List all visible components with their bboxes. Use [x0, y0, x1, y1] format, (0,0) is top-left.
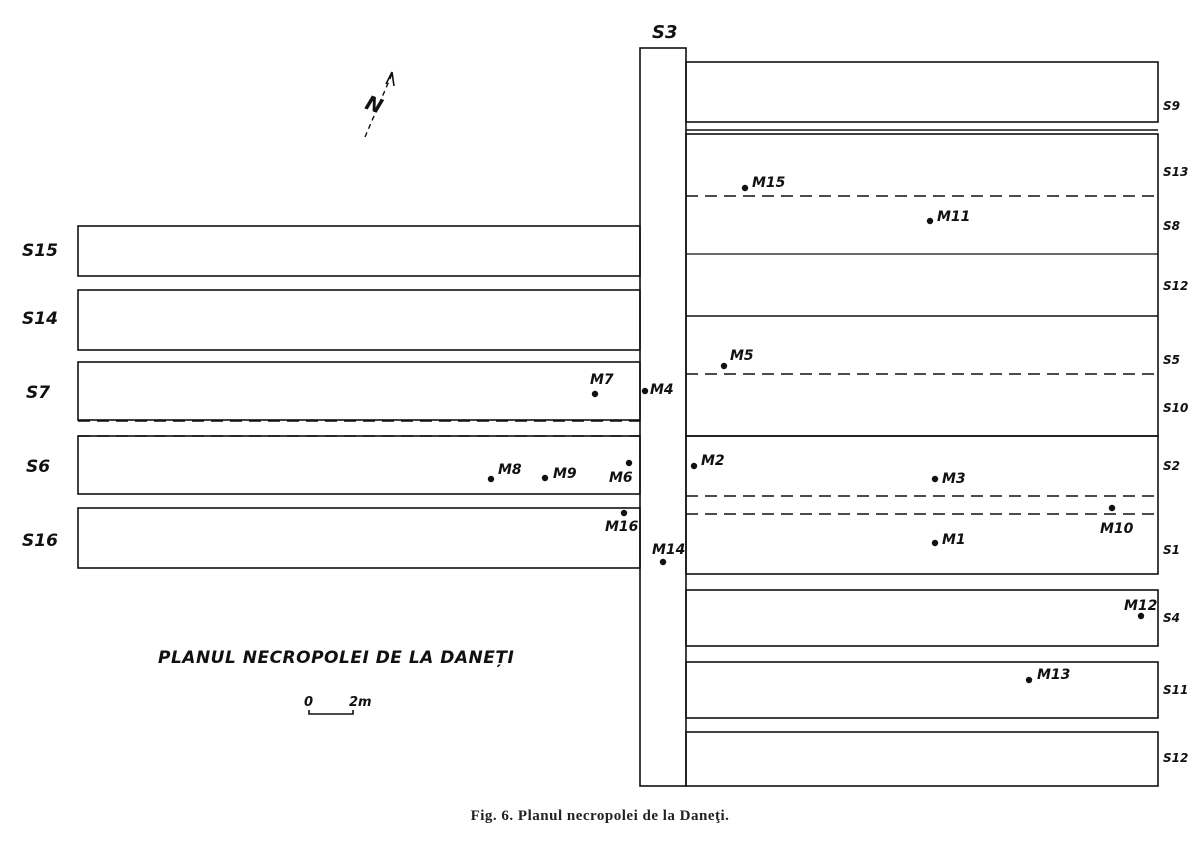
- grave-m5-dot: [720, 362, 728, 370]
- grave-m9-label: M9: [553, 466, 577, 482]
- figure-caption: Fig. 6. Planul necropolei de la Daneţi.: [470, 808, 730, 824]
- grave-m7-dot: [591, 390, 599, 398]
- grave-m13-label: M13: [1037, 667, 1070, 683]
- trench-s9: [685, 61, 1159, 123]
- trench-s14: [77, 289, 641, 351]
- grave-m4-dot: [641, 387, 649, 395]
- label-s6: S6: [26, 457, 50, 477]
- grave-m16-label: M16: [605, 519, 639, 535]
- grave-m12-label: M12: [1124, 598, 1157, 614]
- scale-end: 2m: [349, 695, 372, 710]
- grave-m6-label: M6: [609, 470, 633, 486]
- grave-m6-dot: [625, 459, 633, 467]
- label-s7: S7: [26, 383, 50, 403]
- label-s13: S13: [1163, 165, 1188, 179]
- label-s16: S16: [22, 531, 58, 551]
- north-label: N: [362, 90, 386, 118]
- label-s12: S12: [1163, 279, 1188, 293]
- grave-m14-dot: [659, 558, 667, 566]
- grave-m3-dot: [931, 475, 939, 483]
- grave-m4-label: M4: [650, 382, 674, 398]
- trench-s16: [77, 507, 641, 569]
- grave-m15-dot: [741, 184, 749, 192]
- grave-m13-dot: [1025, 676, 1033, 684]
- grave-m16-dot: [620, 509, 628, 517]
- trench-s7: [77, 361, 641, 421]
- map-title: PLANUL NECROPOLEI DE LA DANEȚI: [158, 648, 514, 668]
- north-arrow-icon: N: [362, 71, 395, 138]
- grave-m3-label: M3: [942, 471, 966, 487]
- label-s9: S9: [1163, 99, 1180, 113]
- grave-m1-label: M1: [942, 532, 966, 548]
- grave-m14-label: M14: [652, 542, 685, 558]
- grave-m7-label: M7: [590, 372, 614, 388]
- trench-block-s2-s1: [685, 435, 1159, 575]
- label-s10: S10: [1163, 401, 1188, 415]
- grave-m8-dot: [487, 475, 495, 483]
- grave-m15-label: M15: [752, 175, 786, 191]
- label-s15: S15: [22, 241, 58, 261]
- trench-s6: [77, 435, 641, 495]
- grave-m8-label: M8: [498, 462, 522, 478]
- grave-m10-dot: [1108, 504, 1116, 512]
- scale-start: 0: [304, 695, 313, 710]
- label-s11: S11: [1163, 683, 1188, 697]
- trench-s12-bottom: [685, 731, 1159, 787]
- label-s5: S5: [1163, 353, 1180, 367]
- label-s3: S3: [652, 22, 678, 43]
- label-s2: S2: [1163, 459, 1180, 473]
- label-s8: S8: [1163, 219, 1180, 233]
- label-s4: S4: [1163, 611, 1180, 625]
- grave-m2-dot: [690, 462, 698, 470]
- trench-s15: [77, 225, 641, 277]
- trench-s4: [685, 589, 1159, 647]
- label-s1: S1: [1163, 543, 1180, 557]
- scale-bar: 0 2m: [304, 695, 372, 715]
- grave-m11-label: M11: [937, 209, 970, 225]
- grave-m1-dot: [931, 539, 939, 547]
- grave-m2-label: M2: [701, 453, 725, 469]
- grave-m11-dot: [926, 217, 934, 225]
- label-s12-bottom: S12: [1163, 751, 1188, 765]
- grave-m5-label: M5: [730, 348, 754, 364]
- grave-m12-dot: [1137, 612, 1145, 620]
- trench-s3: [639, 47, 687, 787]
- grave-m9-dot: [541, 474, 549, 482]
- trench-s11: [685, 661, 1159, 719]
- grave-m10-label: M10: [1100, 521, 1134, 537]
- label-s14: S14: [22, 309, 58, 329]
